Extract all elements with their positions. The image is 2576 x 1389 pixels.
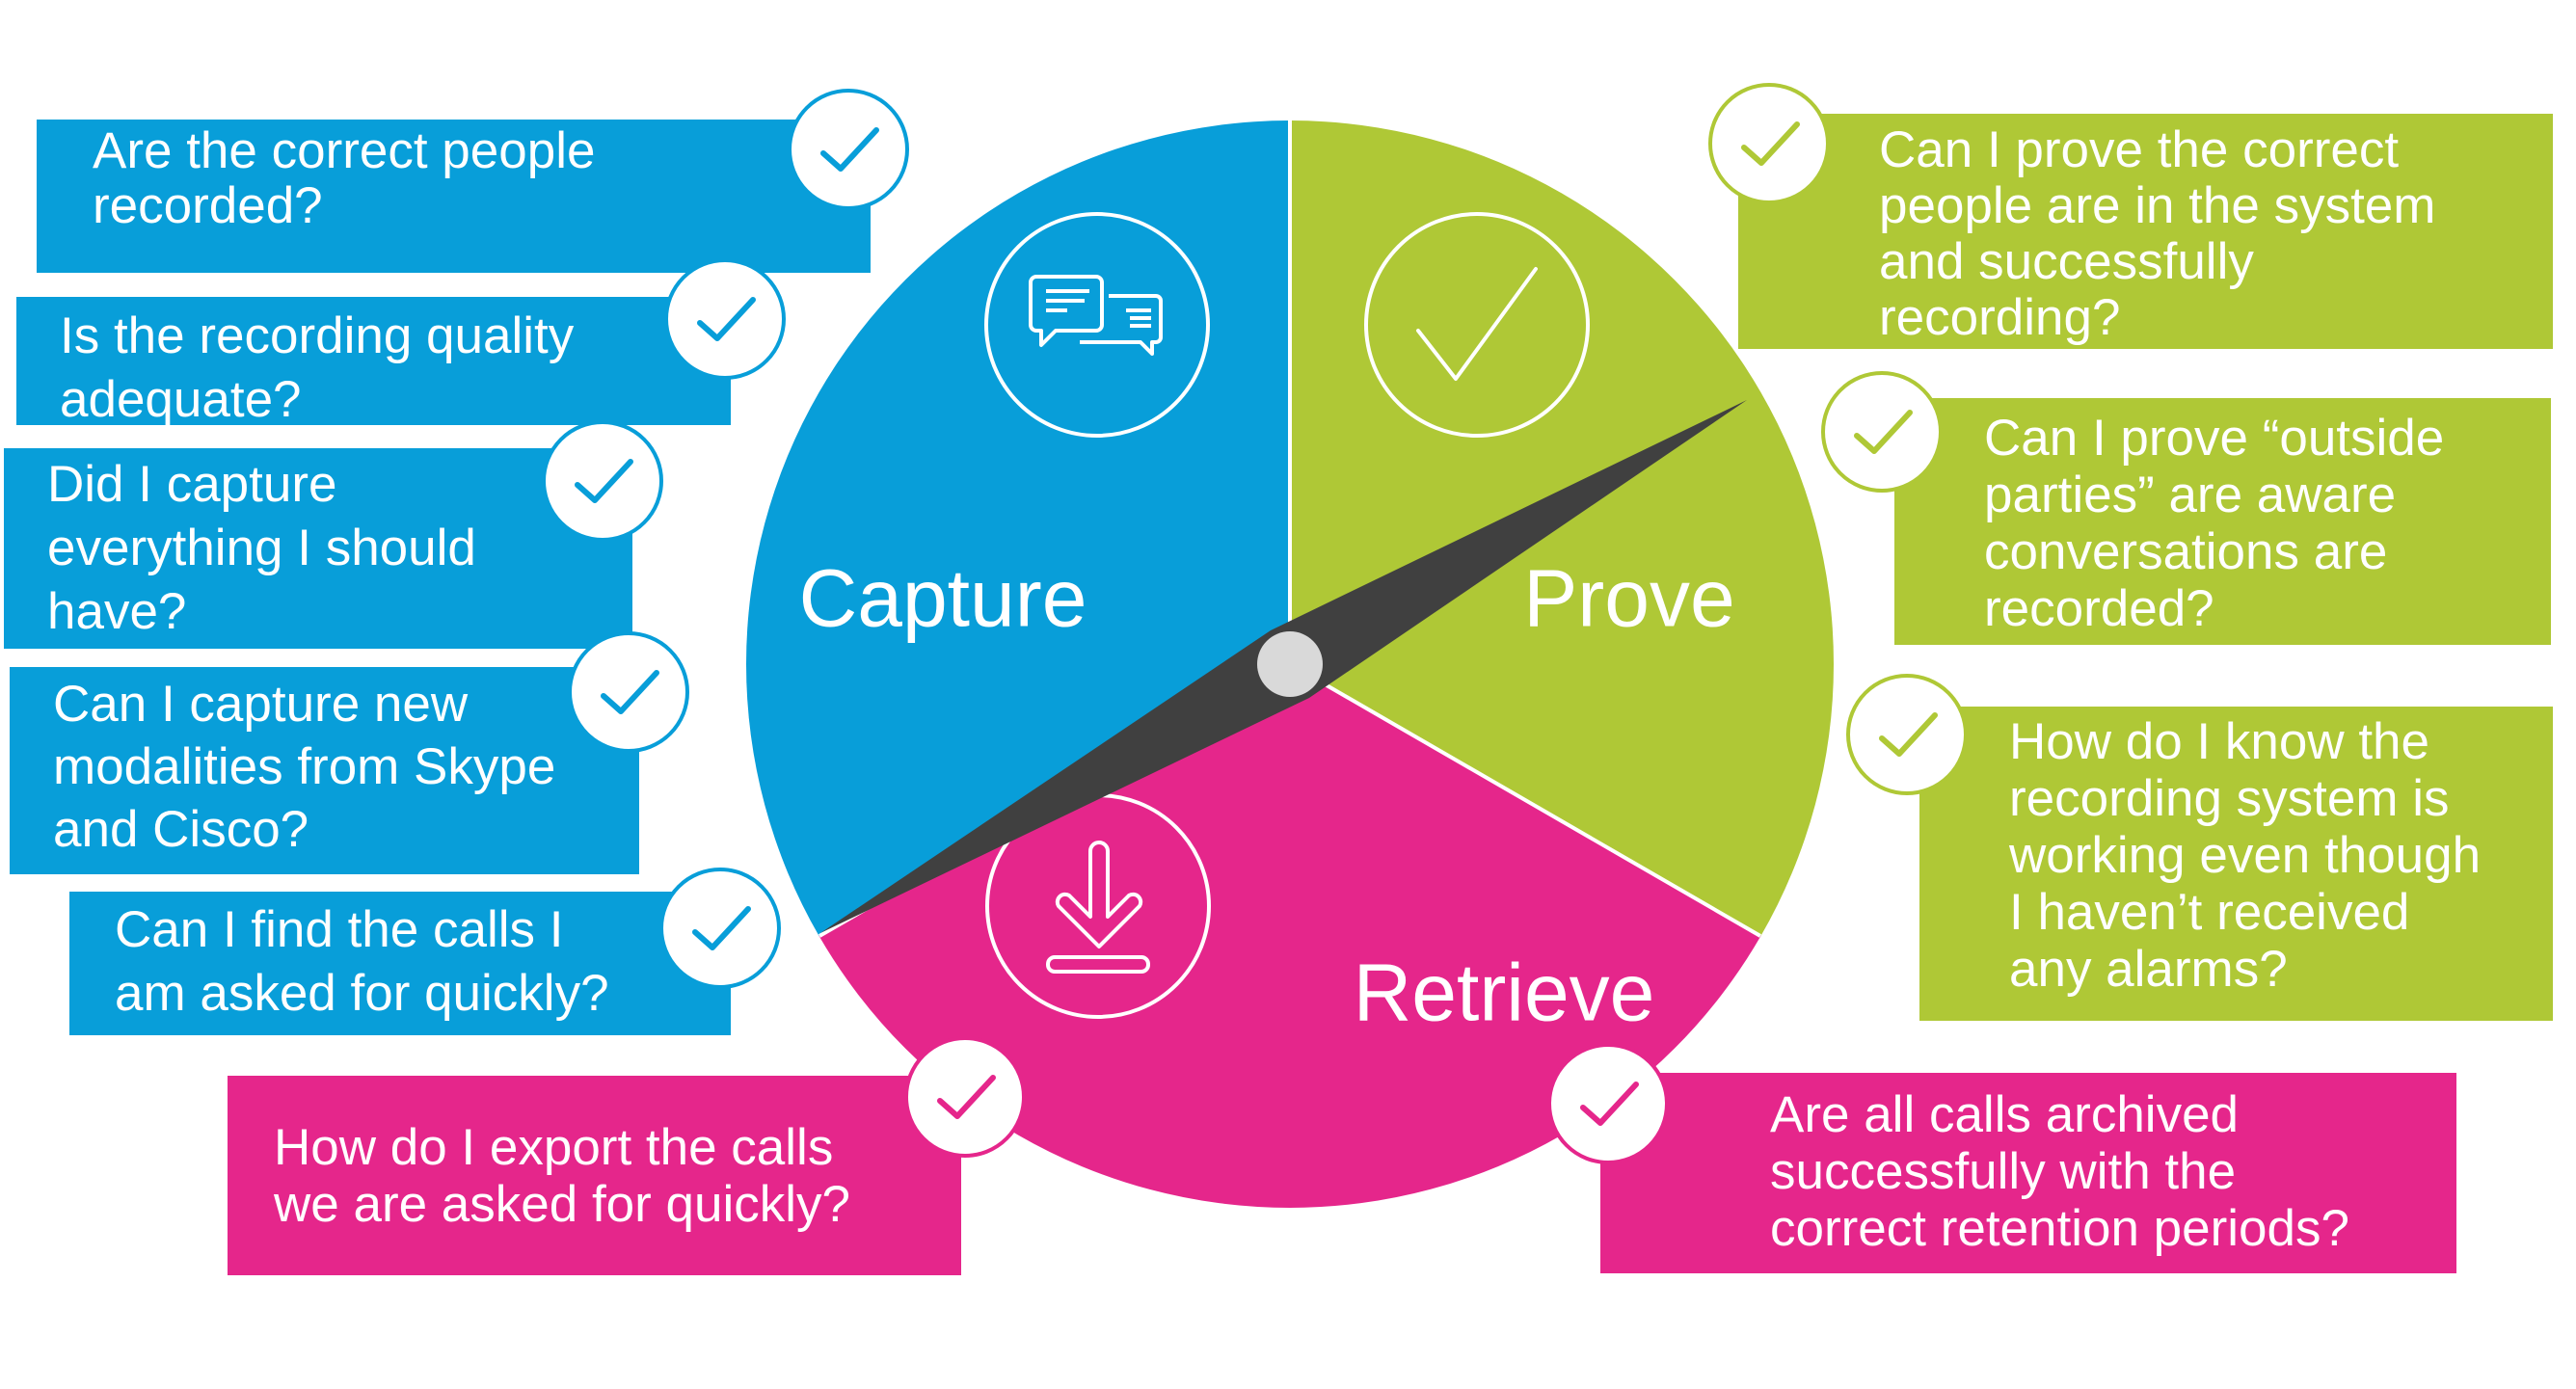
check-circle-icon: [904, 1036, 1026, 1158]
question-box: Can I find the calls I am asked for quic…: [69, 892, 731, 1035]
question-box: Is the recording quality adequate?: [16, 297, 731, 428]
capture-label: Capture: [798, 552, 1087, 644]
needle-hub: [1257, 631, 1323, 697]
question-text: Did I capture everything I should have?: [47, 456, 476, 640]
check-circle-icon: [1708, 83, 1830, 204]
check-circle-icon: [788, 89, 909, 210]
question-text: How do I export the calls we are asked f…: [274, 1119, 851, 1233]
question-box: Did I capture everything I should have?: [4, 448, 632, 649]
check-circle-icon: [1821, 371, 1943, 493]
check-circle-icon: [568, 631, 689, 753]
check-circle-icon: [1846, 674, 1968, 795]
question-text: Are the correct people recorded?: [93, 122, 596, 234]
question-box: Are all calls archived successfully with…: [1600, 1073, 2456, 1273]
divider-line: [1288, 662, 1762, 938]
question-text: Are all calls archived successfully with…: [1770, 1086, 2349, 1257]
check-circle-icon: [1547, 1043, 1669, 1164]
check-circle-icon: [664, 258, 786, 380]
prove-label: Prove: [1523, 552, 1735, 644]
question-text: Can I find the calls I am asked for quic…: [115, 901, 609, 1022]
question-box: How do I know the recording system is wo…: [1919, 707, 2553, 1021]
checkmark-icon: [1364, 212, 1590, 438]
check-circle-icon: [542, 420, 663, 542]
chat-bubbles-icon: [984, 212, 1210, 438]
retrieve-label: Retrieve: [1353, 947, 1655, 1038]
question-box: Can I capture new modalities from Skype …: [10, 667, 639, 874]
retrieve-segment: [818, 664, 1761, 1208]
question-text: Can I capture new modalities from Skype …: [53, 676, 556, 858]
question-text: Is the recording quality adequate?: [60, 307, 575, 428]
question-box: Are the correct people recorded?: [37, 120, 871, 273]
check-circle-icon: [659, 868, 781, 989]
question-box: Can I prove “outside parties” are aware …: [1894, 398, 2551, 645]
question-text: How do I know the recording system is wo…: [2009, 713, 2482, 998]
prove-segment: [1290, 120, 1834, 936]
question-box: How do I export the calls we are asked f…: [228, 1076, 961, 1275]
question-box: Can I prove the correct people are in th…: [1738, 114, 2553, 349]
question-text: Can I prove the correct people are in th…: [1879, 121, 2436, 346]
question-text: Can I prove “outside parties” are aware …: [1984, 410, 2445, 637]
